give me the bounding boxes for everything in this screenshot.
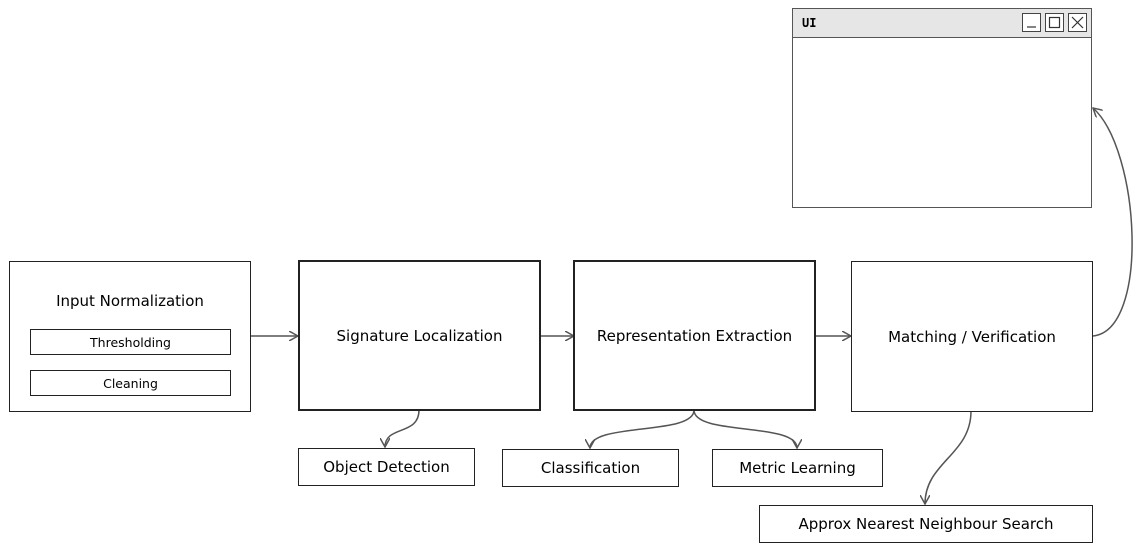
signature-localization-box: Signature Localization <box>298 260 541 411</box>
classification-box: Classification <box>502 449 679 487</box>
representation-extraction-box: Representation Extraction <box>573 260 816 411</box>
ann-search-box: Approx Nearest Neighbour Search <box>759 505 1093 543</box>
arrow-matching-to-ann-search <box>925 410 972 504</box>
ui-titlebar: UI <box>793 9 1091 38</box>
object-detection-label: Object Detection <box>323 458 450 476</box>
matching-verification-title: Matching / Verification <box>888 327 1056 346</box>
representation-extraction-title: Representation Extraction <box>596 326 793 345</box>
ui-window-title: UI <box>802 16 817 30</box>
classification-label: Classification <box>540 459 641 477</box>
signature-localization-title: Signature Localization <box>336 326 503 345</box>
thresholding-label: Thresholding <box>90 334 171 350</box>
arrow-localization-to-object-detection <box>385 409 420 447</box>
metric-learning-box: Metric Learning <box>712 449 883 487</box>
matching-verification-box: Matching / Verification <box>851 261 1093 412</box>
minimize-icon <box>1022 13 1041 32</box>
input-normalization-title: Input Normalization <box>56 292 204 310</box>
arrow-matching-to-ui <box>1093 108 1133 337</box>
input-normalization-box: Input Normalization Thresholding Cleanin… <box>9 261 251 412</box>
cleaning-label: Cleaning <box>103 375 158 391</box>
object-detection-box: Object Detection <box>298 448 475 486</box>
maximize-icon <box>1045 13 1064 32</box>
arrow-extraction-to-classification <box>590 409 695 448</box>
ann-search-label: Approx Nearest Neighbour Search <box>798 515 1054 533</box>
close-icon <box>1068 13 1087 32</box>
arrow-extraction-to-metric-learning <box>693 409 797 448</box>
ui-window: UI <box>792 8 1092 208</box>
cleaning-box: Cleaning <box>30 370 231 396</box>
metric-learning-label: Metric Learning <box>739 459 856 477</box>
thresholding-box: Thresholding <box>30 329 231 355</box>
